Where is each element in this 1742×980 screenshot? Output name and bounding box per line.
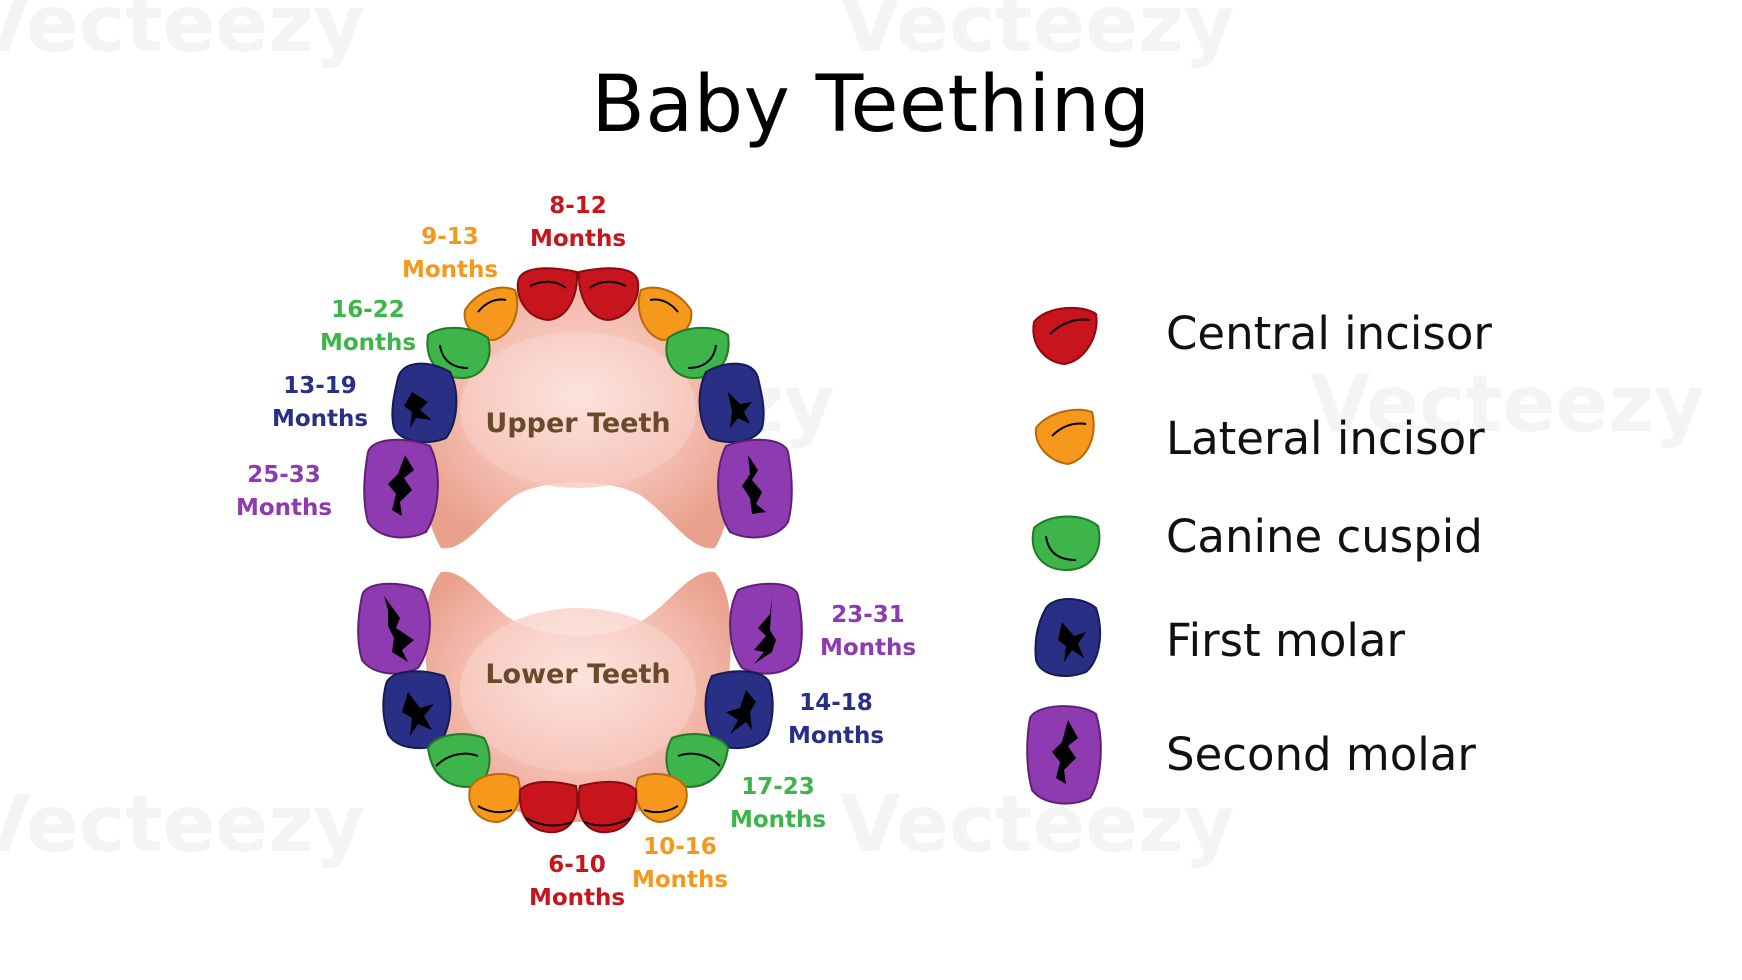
lower-central-incisor-left (577, 780, 638, 834)
upper-palate (460, 332, 696, 488)
first-molar-icon (1034, 598, 1102, 677)
lower-teeth-label: Lower Teeth (485, 659, 671, 690)
lower-lateral-incisor-age: 10-16 Months (631, 834, 729, 893)
lower-canine-right (426, 733, 491, 788)
upper-second-molar-right (363, 438, 439, 539)
upper-first-molar-left (698, 362, 765, 444)
lower-first-molar-right (382, 670, 452, 750)
lower-central-incisor-age: 6-10 Months (528, 852, 626, 911)
upper-teeth-label: Upper Teeth (485, 408, 671, 439)
upper-central-incisor-left (577, 267, 640, 322)
lower-second-molar-right-mirror (729, 582, 803, 675)
central-incisor-icon (1032, 306, 1098, 366)
page-title: Baby Teething (591, 60, 1151, 150)
upper-canine-cuspid-age: 16-22 Months (319, 297, 417, 356)
upper-lateral-incisor-age: 9-13 Months (401, 224, 499, 283)
legend-first-molar: First molar (1166, 614, 1405, 667)
lower-second-molar-right (357, 582, 431, 675)
lower-palate (460, 608, 696, 772)
upper-central-incisor-age: 8-12 Months (529, 193, 627, 252)
upper-canine-left (665, 326, 730, 380)
upper-first-molar-age: 13-19 Months (271, 373, 369, 432)
upper-central-incisor-right (516, 267, 579, 322)
lower-second-molar-age: 23-31 Months (819, 602, 917, 661)
lower-first-molar-left (704, 670, 774, 750)
lower-lateral-incisor-right (468, 772, 521, 824)
upper-second-molar-left (717, 438, 793, 539)
lower-central-incisor-right (518, 780, 579, 834)
canine-cuspid-icon (1031, 515, 1101, 572)
lower-lateral-incisor-left (635, 772, 688, 824)
legend-second-molar: Second molar (1166, 728, 1476, 781)
lower-canine-cuspid-age: 17-23 Months (729, 774, 827, 833)
upper-first-molar-right (391, 362, 458, 444)
lower-first-molar-age: 14-18 Months (787, 690, 885, 749)
second-molar-icon (1026, 705, 1102, 805)
lower-canine-left (665, 733, 730, 788)
legend-central-incisor: Central incisor (1166, 307, 1492, 360)
upper-second-molar-age: 25-33 Months (235, 462, 333, 521)
legend-canine-cuspid: Canine cuspid (1166, 510, 1483, 563)
lateral-incisor-icon (1034, 408, 1095, 466)
legend-lateral-incisor: Lateral incisor (1166, 412, 1485, 465)
